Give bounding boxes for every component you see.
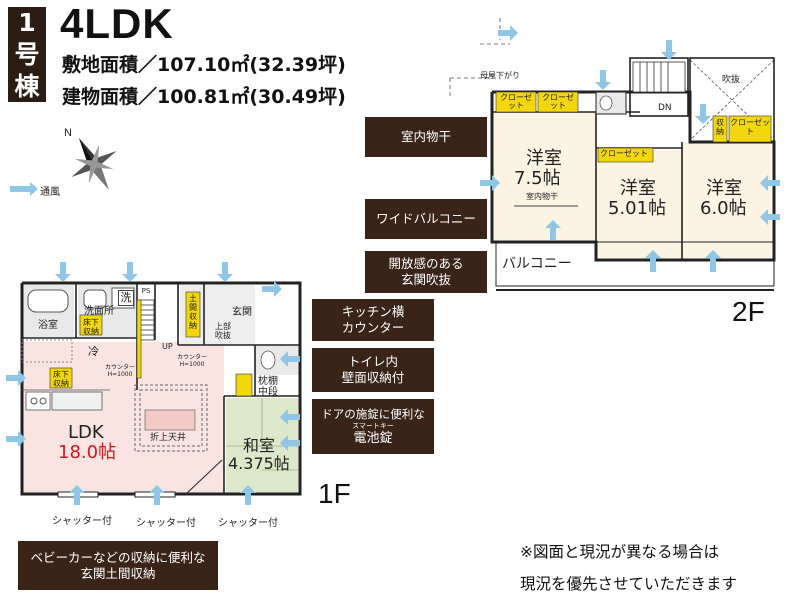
lot-badge: 1 号 棟	[8, 7, 46, 102]
counter-label-1: カウンター H=1000	[176, 354, 207, 368]
floor2-label: 2F	[732, 296, 765, 327]
callout-smart-key-l2: 電池錠	[353, 431, 393, 446]
callout-open-entrance-l1: 開放感のある	[388, 256, 464, 271]
void-label: 吹抜	[722, 75, 741, 85]
callout-smart-key-ruby: スマートキー	[352, 422, 394, 430]
closet-label-2: クローゼット	[542, 93, 574, 110]
upper-open-label: 上部吹抜	[215, 322, 231, 340]
callout-wide-balcony-text: ワイドバルコニー	[376, 211, 476, 226]
callout-kitchen-counter: キッチン横 カウンター	[312, 299, 434, 341]
callout-open-entrance: 開放感のある 玄関吹抜	[365, 251, 487, 293]
callout-stroller-l1: ベビーカーなどの収納に便利な	[30, 549, 206, 565]
storage-label: 収納	[716, 118, 724, 136]
callout-indoor-dry: 室内物干	[365, 117, 487, 157]
lot-number: 1	[18, 7, 36, 37]
dn-label: DN	[658, 103, 672, 113]
callout-stroller-storage: ベビーカーなどの収納に便利な 玄関土間収納	[18, 541, 218, 590]
indoor-dry-label: 室内物干	[526, 192, 558, 201]
closet-label-4: クローゼット	[730, 118, 770, 136]
floor1-label: 1F	[318, 478, 351, 509]
room3-floor	[683, 142, 771, 258]
underfloor-storage-label-1: 床下収納	[83, 318, 99, 336]
wash-mark: 洗	[118, 290, 134, 306]
callout-indoor-dry-text: 室内物干	[400, 129, 451, 144]
land-area: 敷地面積／107.10㎡(32.39坪)	[62, 54, 346, 76]
callout-toilet-storage-l2: 壁面収納付	[341, 370, 405, 385]
lot-char-tou: 棟	[14, 71, 40, 101]
room3-name: 洋室	[706, 178, 742, 199]
closet-label-3: クローゼット	[600, 149, 648, 158]
callout-kitchen-counter-l2: カウンター	[341, 320, 405, 335]
shutter-label-1: シャッター付	[52, 516, 112, 527]
washroom-label: 洗面所	[84, 306, 114, 317]
fridge-label: 冷	[88, 345, 99, 358]
shutter-label-3: シャッター付	[218, 518, 278, 529]
up-label: UP	[162, 342, 173, 351]
room2-name: 洋室	[620, 178, 656, 199]
building-area: 建物面積／100.81㎡(30.49坪)	[62, 86, 346, 108]
lot-char-go: 号	[14, 39, 40, 69]
compass-icon: N	[64, 127, 117, 190]
callout-kitchen-counter-l1: キッチン横	[341, 304, 405, 319]
callout-stroller-l2: 玄関土間収納	[80, 565, 156, 581]
shutter-label-2: シャッター付	[136, 518, 196, 529]
layout-type: 4LDK	[60, 0, 174, 47]
ldk-name: LDK	[68, 422, 104, 443]
room2-floor	[597, 150, 681, 258]
underfloor-storage-label-2: 床下収納	[53, 370, 69, 388]
ps-label: PS	[141, 287, 151, 295]
washitsu-name: 和室	[243, 436, 276, 455]
balcony-label: バルコニー	[502, 256, 572, 272]
callout-smart-key-l1: ドアの施錠に便利な	[321, 407, 425, 421]
callout-wide-balcony: ワイドバルコニー	[365, 199, 487, 239]
genkan-label: 玄関	[232, 307, 252, 318]
room3-size: 6.0帖	[700, 198, 747, 219]
counter-label-2: カウンター H=1000	[104, 364, 135, 378]
ldk-size: 18.0帖	[58, 442, 117, 463]
room1-name: 洋室	[526, 148, 562, 169]
compass-north-label: N	[64, 127, 72, 139]
disclaimer-line-1: ※図面と現況が異なる場合は	[520, 543, 719, 561]
wind-arrow-legend-icon	[10, 182, 38, 196]
room1-size: 7.5帖	[514, 168, 561, 189]
disclaimer-line-2: 現況を優先させていただきます	[520, 575, 738, 593]
callout-toilet-storage: トイレ内 壁面収納付	[312, 348, 434, 392]
wind-legend-label: 通風	[40, 187, 60, 198]
room2-size: 5.01帖	[608, 198, 667, 219]
closet-label-1: クローゼット	[500, 93, 532, 110]
washitsu-size: 4.375帖	[228, 454, 290, 473]
bath-label: 浴室	[38, 320, 58, 331]
genkan-storage-label: 土間収納	[189, 294, 197, 330]
callout-toilet-storage-l1: トイレ内	[347, 354, 398, 369]
room1-floor	[494, 112, 596, 240]
eave-label: 母屋下がり	[480, 71, 520, 80]
callout-open-entrance-l2: 玄関吹抜	[400, 272, 451, 287]
ceiling-label: 折上天井	[150, 433, 187, 443]
shelf-label: 枕棚中段	[258, 376, 278, 398]
callout-smart-key: ドアの施錠に便利な スマートキー 電池錠	[312, 399, 434, 454]
